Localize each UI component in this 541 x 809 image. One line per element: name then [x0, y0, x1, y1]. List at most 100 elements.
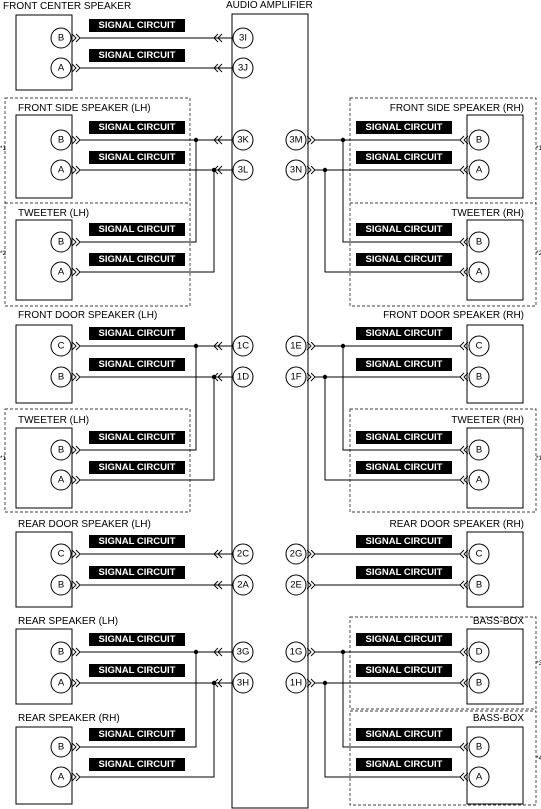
speaker-box-bassbox-1	[466, 628, 524, 705]
wire	[80, 140, 197, 243]
wire	[324, 683, 460, 778]
amp-pin-1F-circle	[285, 366, 307, 388]
signal-label-bg	[356, 358, 452, 371]
left-speakers: FRONT CENTER SPEAKER FRONT SIDE SPEAKER …	[3, 1, 157, 805]
left-pin-1-circle	[50, 57, 72, 79]
left-pin-0: B	[58, 33, 64, 44]
title-tweeter-lh-2: TWEETER (LH)	[18, 415, 89, 426]
connector-chevron	[306, 165, 312, 175]
right-pin-10: D	[476, 647, 483, 658]
connector-chevron	[306, 341, 312, 351]
connector-chevron	[459, 372, 465, 382]
signal-label-bg	[89, 223, 185, 236]
speaker-box-front-side-lh	[15, 114, 73, 199]
amp-pin-1H-circle	[285, 672, 307, 694]
connector-chevron	[306, 372, 312, 382]
wire	[80, 170, 215, 273]
footnote-1: *1	[0, 145, 7, 152]
signal-circuit-label: SIGNAL CIRCUIT	[366, 729, 443, 740]
title-front-center-speaker: FRONT CENTER SPEAKER	[3, 1, 131, 12]
amp-pin-1D-circle	[232, 366, 254, 388]
signal-circuit-label: SIGNAL CIRCUIT	[366, 567, 443, 578]
speaker-box-front-door-lh	[15, 324, 73, 404]
right-speakers: FRONT SIDE SPEAKER (RH) TWEETER (RH) FRO…	[383, 103, 524, 805]
connector-chevron	[459, 135, 465, 145]
signal-circuit-label: SIGNAL CIRCUIT	[99, 462, 176, 473]
amp-pin-1G: 1G	[290, 647, 303, 658]
amp-pin-3N-circle	[285, 159, 307, 181]
footnote-5: *2	[536, 250, 541, 257]
left-pin-1: A	[58, 63, 65, 74]
title-front-side-speaker-rh: FRONT SIDE SPEAKER (RH)	[390, 103, 524, 114]
footnote-3: *1	[0, 455, 7, 462]
left-pin-2: B	[58, 135, 64, 146]
connector-chevron	[71, 63, 77, 73]
wire	[80, 346, 197, 451]
junction-dot	[193, 137, 199, 143]
right-pin-9-circle	[468, 574, 490, 596]
left-pin-5: A	[58, 267, 65, 278]
connector-chevron	[71, 372, 77, 382]
connector-chevron	[71, 33, 77, 43]
left-pin-11: B	[58, 580, 64, 591]
title-rear-speaker-rh: REAR SPEAKER (RH)	[18, 713, 120, 724]
signal-circuit-label: SIGNAL CIRCUIT	[366, 359, 443, 370]
wires-and-pins: B SIGNAL CIRCUIT A SIGNAL CIRCUIT B SIGNAL CI…	[50, 19, 490, 788]
amp-pin-1E-circle	[285, 335, 307, 357]
connector-chevron	[306, 135, 312, 145]
signal-label-bg	[356, 758, 452, 771]
left-pin-6-circle	[50, 335, 72, 357]
signal-circuit-label: SIGNAL CIRCUIT	[99, 432, 176, 443]
amp-pin-3K: 3K	[237, 135, 249, 146]
signal-circuit-label: SIGNAL CIRCUIT	[366, 462, 443, 473]
signal-circuit-label: SIGNAL CIRCUIT	[366, 536, 443, 547]
amp-pin-3G-circle	[232, 641, 254, 663]
amp-pin-2G-circle	[285, 543, 307, 565]
connector-chevron	[71, 267, 77, 277]
signal-circuit-label: SIGNAL CIRCUIT	[99, 567, 176, 578]
amp-pin-3G: 3G	[237, 647, 250, 658]
signal-label-bg	[89, 431, 185, 444]
group-box-right-front	[349, 97, 537, 307]
left-pin-3-circle	[50, 159, 72, 181]
signal-circuit-label: SIGNAL CIRCUIT	[366, 152, 443, 163]
connector-chevron	[306, 647, 312, 657]
amp-pin-2G: 2G	[290, 549, 303, 560]
amp-pin-3M-circle	[285, 129, 307, 151]
signal-circuit-label: SIGNAL CIRCUIT	[366, 254, 443, 265]
signal-label-bg	[89, 327, 185, 340]
amp-pin-1C: 1C	[237, 341, 249, 352]
wire	[80, 652, 197, 748]
connector-chevron	[463, 475, 469, 485]
left-pin-10-circle	[50, 543, 72, 565]
title-rear-speaker-lh: REAR SPEAKER (LH)	[18, 616, 118, 627]
wire	[342, 346, 460, 451]
signal-label-bg	[89, 461, 185, 474]
speaker-box-front-side-rh	[466, 114, 524, 199]
connector-chevron	[213, 33, 219, 43]
signal-circuit-label: SIGNAL CIRCUIT	[366, 432, 443, 443]
title-front-door-speaker-rh: FRONT DOOR SPEAKER (RH)	[383, 310, 524, 321]
right-pin-8: C	[476, 549, 483, 560]
amp-pin-1G-circle	[285, 641, 307, 663]
signal-circuit-label: SIGNAL CIRCUIT	[99, 729, 176, 740]
junction-dot	[340, 649, 346, 655]
signal-label-bg	[356, 566, 452, 579]
connector-chevron	[71, 445, 77, 455]
signal-label-bg	[356, 431, 452, 444]
junction-dot	[193, 343, 199, 349]
amp-pin-3H-circle	[232, 672, 254, 694]
signal-label-bg	[356, 327, 452, 340]
amp-pin-1C-circle	[232, 335, 254, 357]
amp-pin-3L: 3L	[238, 165, 249, 176]
connector-chevron	[217, 678, 223, 688]
title-bassbox-2: BASS-BOX	[473, 713, 524, 724]
connector-chevron	[459, 647, 465, 657]
left-pin-8-circle	[50, 439, 72, 461]
connector-chevron	[463, 165, 469, 175]
connector-chevron	[217, 63, 223, 73]
right-pin-5: B	[476, 372, 482, 383]
connector-chevron	[463, 445, 469, 455]
connector-chevron	[459, 341, 465, 351]
connector-chevron	[463, 772, 469, 782]
